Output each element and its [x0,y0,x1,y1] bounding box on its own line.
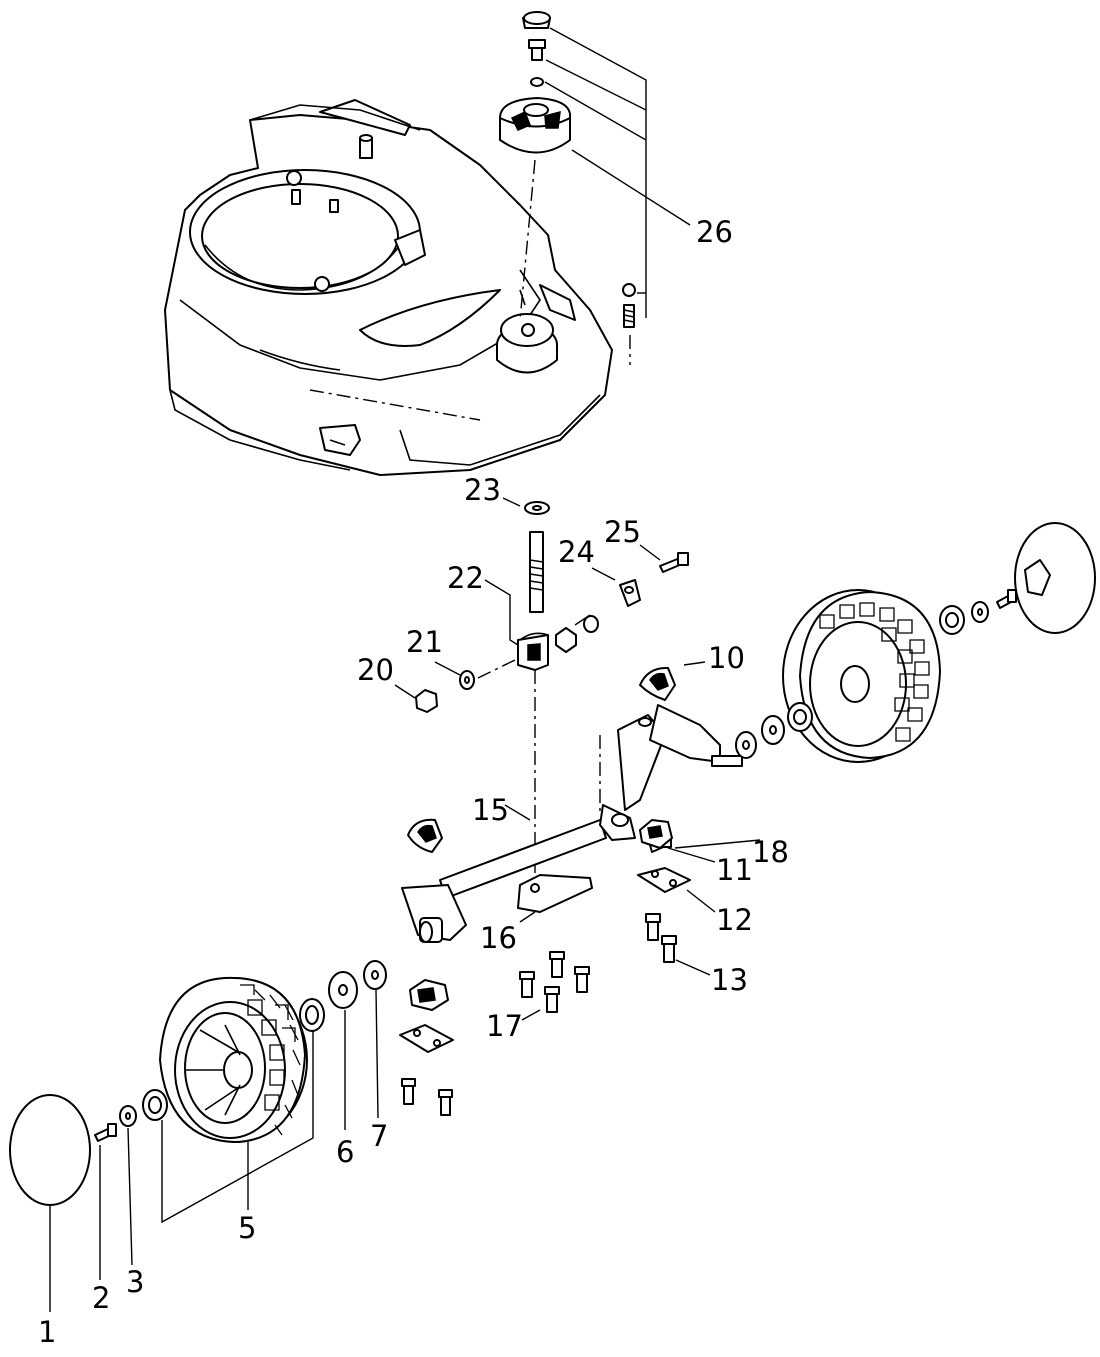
callout-15: 15 [472,793,509,827]
tire-tread-left [240,984,301,1136]
height-adjust-spindle [415,501,689,880]
callout-7: 7 [370,1119,388,1153]
callout-leaders [49,497,761,1312]
callout-26-bracket [544,27,691,318]
callout-26: 26 [696,215,733,249]
tire-tread-right [819,602,930,742]
callout-3: 3 [126,1265,144,1299]
callout-labels: 1 2 3 5 6 7 10 11 12 13 15 16 17 18 20 2… [38,215,789,1349]
callout-17: 17 [486,1009,523,1043]
callout-1: 1 [38,1315,56,1349]
axle-assembly [401,666,743,1013]
left-wheel-assembly [9,960,454,1206]
callout-21: 21 [406,625,443,659]
callout-24: 24 [558,535,595,569]
callout-18: 18 [752,835,789,869]
callout-25: 25 [604,515,641,549]
callout-2: 2 [92,1281,110,1315]
callout-23: 23 [464,473,501,507]
callout-5: 5 [238,1211,256,1245]
right-wheel-assembly [735,522,1096,763]
callout-16: 16 [480,921,517,955]
callout-10: 10 [708,641,745,675]
height-adjuster-assembly [499,11,636,365]
mower-deck [164,99,613,476]
callout-6: 6 [336,1135,354,1169]
callout-11: 11 [716,853,753,887]
callout-12: 12 [716,903,753,937]
callout-22: 22 [447,561,484,595]
callout-20: 20 [357,653,394,687]
callout-13: 13 [711,963,748,997]
